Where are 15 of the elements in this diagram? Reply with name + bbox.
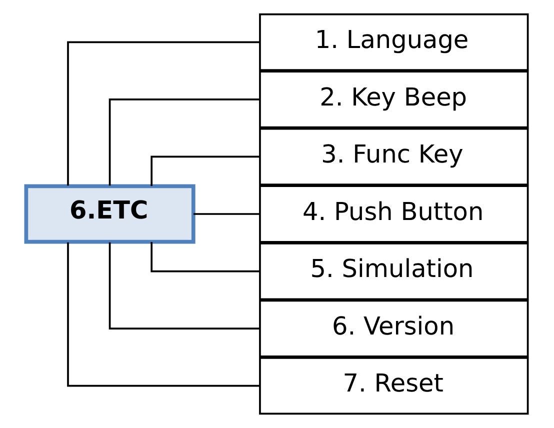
node-box: 6.ETC: [24, 184, 196, 244]
connector: [67, 242, 260, 387]
node-box: 4. Push Button: [259, 185, 529, 243]
connector: [150, 242, 260, 272]
connector: [108, 242, 260, 330]
node-box: 2. Key Beep: [259, 70, 529, 128]
node-box: 7. Reset: [259, 357, 529, 415]
node-box: 1. Language: [259, 13, 529, 71]
node-box: 5. Simulation: [259, 242, 529, 300]
node-box: 3. Func Key: [259, 128, 529, 186]
connector: [194, 213, 260, 215]
connector: [150, 156, 260, 186]
connector: [67, 41, 260, 186]
node-box: 6. Version: [259, 300, 529, 358]
connector: [108, 98, 260, 186]
